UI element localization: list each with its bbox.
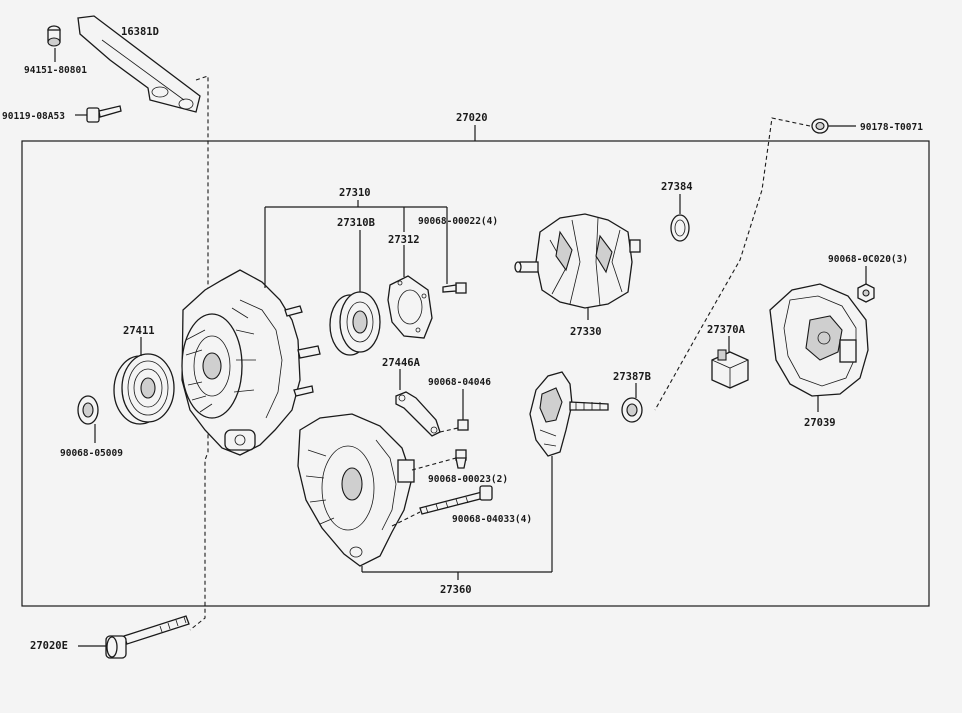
label-27039: 27039 bbox=[804, 417, 836, 429]
label-90119-08A53: 90119-08A53 bbox=[2, 111, 65, 122]
label-27411: 27411 bbox=[123, 325, 155, 337]
guide-04033 bbox=[391, 511, 421, 527]
retainer-plate-27312 bbox=[387, 275, 433, 339]
brush-holder-27387B bbox=[529, 371, 643, 457]
bracket-16381D bbox=[77, 15, 201, 113]
label-90178-T0071: 90178-T0071 bbox=[860, 122, 923, 133]
screw-90068-00022 bbox=[442, 282, 467, 294]
guide-bracket-bolt bbox=[189, 75, 209, 631]
bolt-90068-04033 bbox=[419, 485, 493, 515]
bolt-90119 bbox=[86, 105, 122, 123]
nut-94151 bbox=[47, 25, 61, 47]
nut-90068-05009 bbox=[77, 395, 99, 425]
label-27310B: 27310B bbox=[337, 217, 375, 229]
bolt-27020E bbox=[105, 615, 190, 659]
guide-90178 bbox=[654, 117, 811, 411]
label-27384: 27384 bbox=[661, 181, 693, 193]
rotor-27330 bbox=[514, 213, 641, 309]
clip-27446A bbox=[395, 391, 441, 437]
screw-90068-00023 bbox=[455, 449, 467, 469]
label-27020: 27020 bbox=[456, 112, 488, 124]
label-90068-0C020: 90068-0C020(3) bbox=[828, 254, 908, 265]
front-housing-27310 bbox=[181, 269, 321, 456]
label-90068-04033: 90068-04033(4) bbox=[452, 514, 532, 525]
label-27370A: 27370A bbox=[707, 324, 746, 336]
rear-housing-27360 bbox=[297, 413, 415, 567]
label-90068-00022: 90068-00022(4) bbox=[418, 216, 498, 227]
label-27387B: 27387B bbox=[613, 371, 651, 383]
label-27310: 27310 bbox=[339, 187, 371, 199]
nut-90178 bbox=[811, 118, 829, 134]
label-27360: 27360 bbox=[440, 584, 472, 596]
label-27020E: 27020E bbox=[30, 640, 68, 652]
guide-00023 bbox=[411, 457, 457, 471]
bearing-27310B bbox=[329, 291, 381, 356]
screw-90068-04046 bbox=[457, 408, 469, 431]
guide-clip-screw bbox=[439, 427, 459, 433]
label-90068-00023: 90068-00023(2) bbox=[428, 474, 508, 485]
pulley-27411 bbox=[113, 353, 175, 425]
label-90068-04046: 90068-04046 bbox=[428, 377, 491, 388]
label-90068-05009: 90068-05009 bbox=[60, 448, 123, 459]
washer-27384 bbox=[670, 214, 690, 242]
label-27446A: 27446A bbox=[382, 357, 421, 369]
nut-90068-0C020 bbox=[857, 283, 875, 303]
label-27312: 27312 bbox=[388, 234, 420, 246]
regulator-27370A bbox=[711, 349, 749, 389]
label-16381D: 16381D bbox=[121, 26, 159, 38]
rear-cover-27039 bbox=[769, 283, 869, 397]
label-27330: 27330 bbox=[570, 326, 602, 338]
label-94151-80801: 94151-80801 bbox=[24, 65, 87, 76]
